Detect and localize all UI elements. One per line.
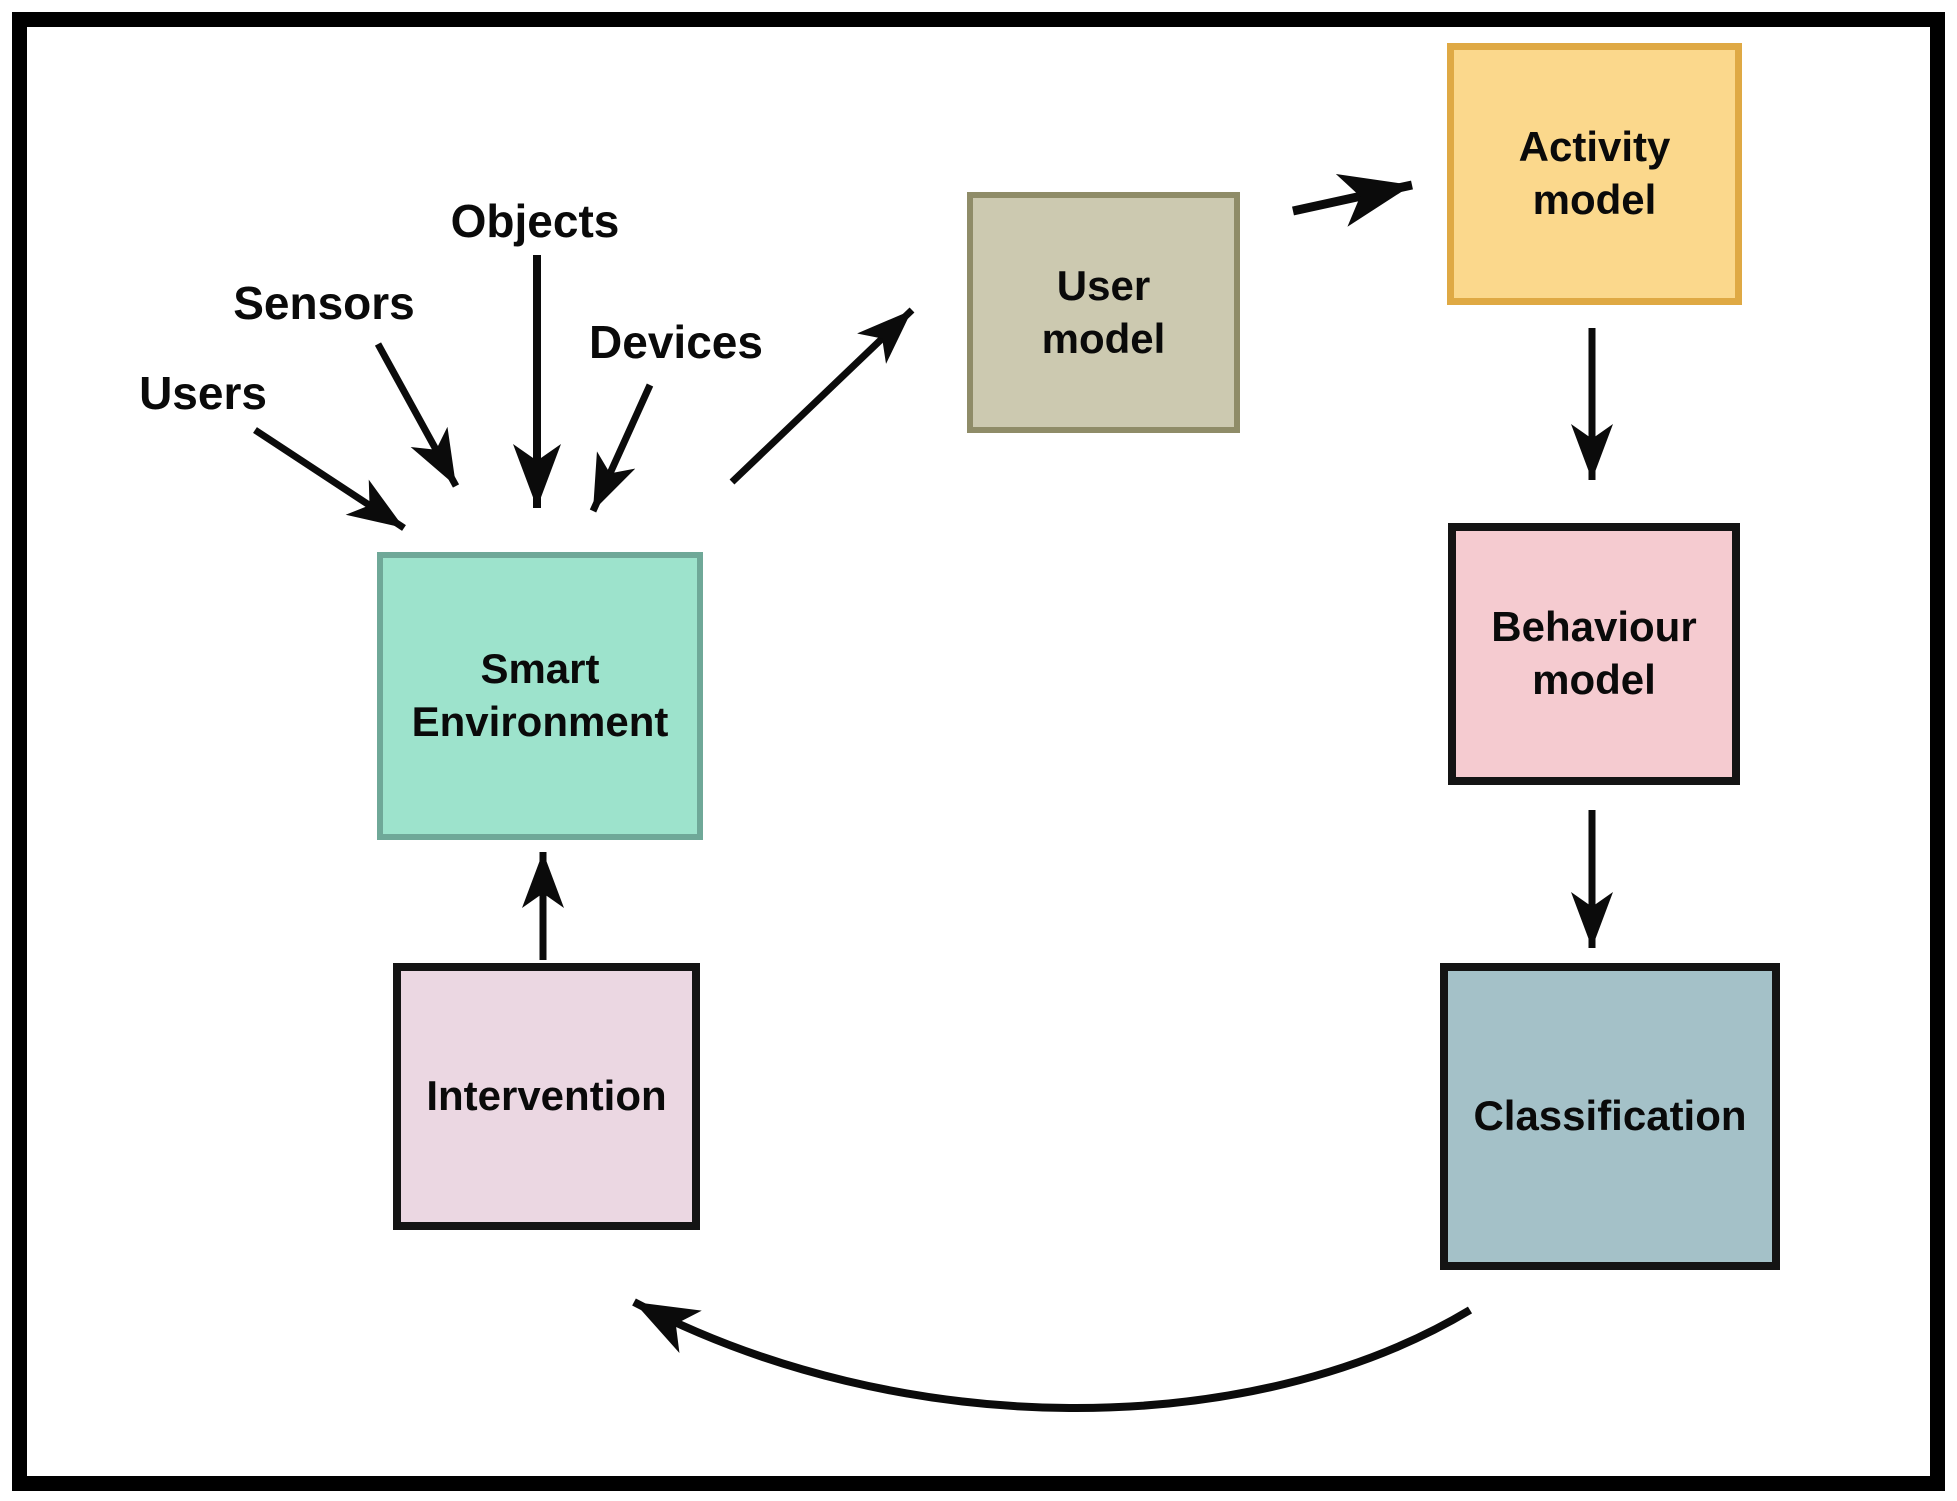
node-classification: Classification xyxy=(1440,963,1780,1270)
label-users: Users xyxy=(139,367,267,419)
node-intervention-label: Intervention xyxy=(426,1072,667,1120)
devices-arrow xyxy=(589,383,654,513)
node-user-model-label: User model xyxy=(1041,261,1166,362)
node-behaviour-model-label: Behaviour model xyxy=(1491,603,1697,703)
environment-to-user-model-arrow xyxy=(729,307,915,485)
label-objects: Objects xyxy=(450,195,620,247)
node-intervention: Intervention xyxy=(393,963,700,1230)
node-user-model: User model xyxy=(967,192,1240,433)
node-classification-label: Classification xyxy=(1473,1092,1747,1140)
node-smart-environment-label: Smart Environment xyxy=(411,645,669,745)
label-devices: Devices xyxy=(589,316,763,368)
label-sensors: Sensors xyxy=(233,277,415,329)
users-arrow xyxy=(253,427,406,531)
user-model-to-activity-arrow xyxy=(1292,173,1413,227)
node-activity-model-label: Activity model xyxy=(1518,123,1671,223)
sensors-arrow xyxy=(374,342,460,488)
node-behaviour-model: Behaviour model xyxy=(1448,523,1740,785)
classification-to-intervention-arrow xyxy=(632,1298,1473,1412)
node-activity-model: Activity model xyxy=(1447,43,1742,305)
node-smart-environment: Smart Environment xyxy=(377,552,703,840)
